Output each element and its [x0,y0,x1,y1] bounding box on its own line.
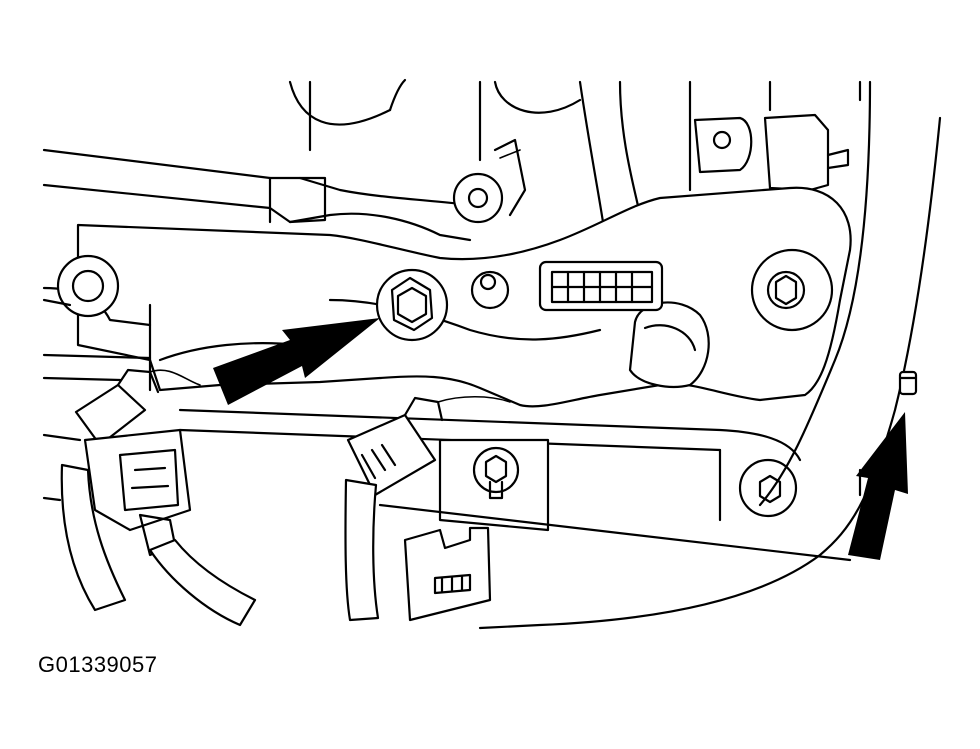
callout-arrow-pin [848,412,908,560]
lower-housing [42,353,852,562]
left-boss [42,254,152,327]
main-bracket [76,186,852,408]
loose-connector [403,526,492,622]
center-connector [344,396,511,622]
callout-arrow-bolt [213,318,380,405]
pivot-joint [452,138,527,224]
left-connector [42,368,257,627]
upper-rail [42,148,472,242]
figure-id-label: G01339057 [38,652,158,677]
hex-bolt [375,268,449,342]
bracket-grille [538,260,664,312]
locating-pin [898,370,918,396]
upper-right-bracket [693,113,850,192]
